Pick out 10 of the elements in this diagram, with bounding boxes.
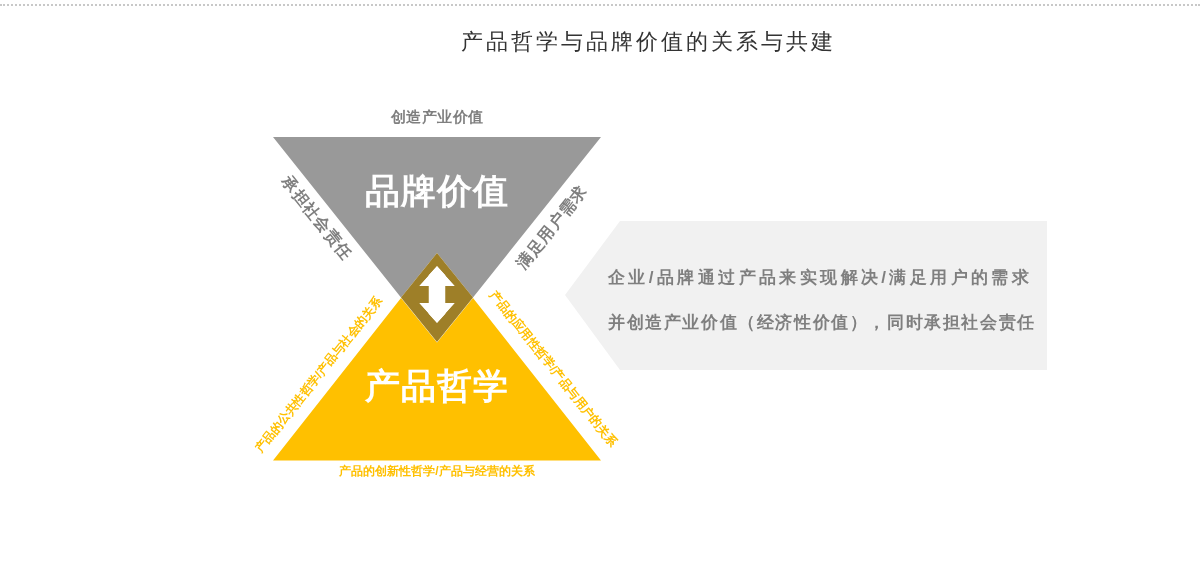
triangle-heading: 产品哲学 (365, 366, 509, 406)
description-line: 企业/品牌通过产品来实现解决/满足用户的需求 (608, 268, 1033, 288)
description-line: 并创造产业价值（经济性价值），同时承担社会责任 (608, 313, 1036, 333)
double-arrow (419, 266, 455, 323)
side-caption: 产品的创新性哲学/产品与经营的关系 (339, 465, 535, 479)
side-caption: 承担社会责任 (278, 172, 356, 264)
side-caption: 满足用户需求 (513, 181, 591, 273)
triangle-heading: 品牌价值 (365, 171, 509, 211)
diagram-title: 产品哲学与品牌价值的关系与共建 (460, 29, 836, 55)
side-caption: 创造产业价值 (390, 108, 484, 126)
